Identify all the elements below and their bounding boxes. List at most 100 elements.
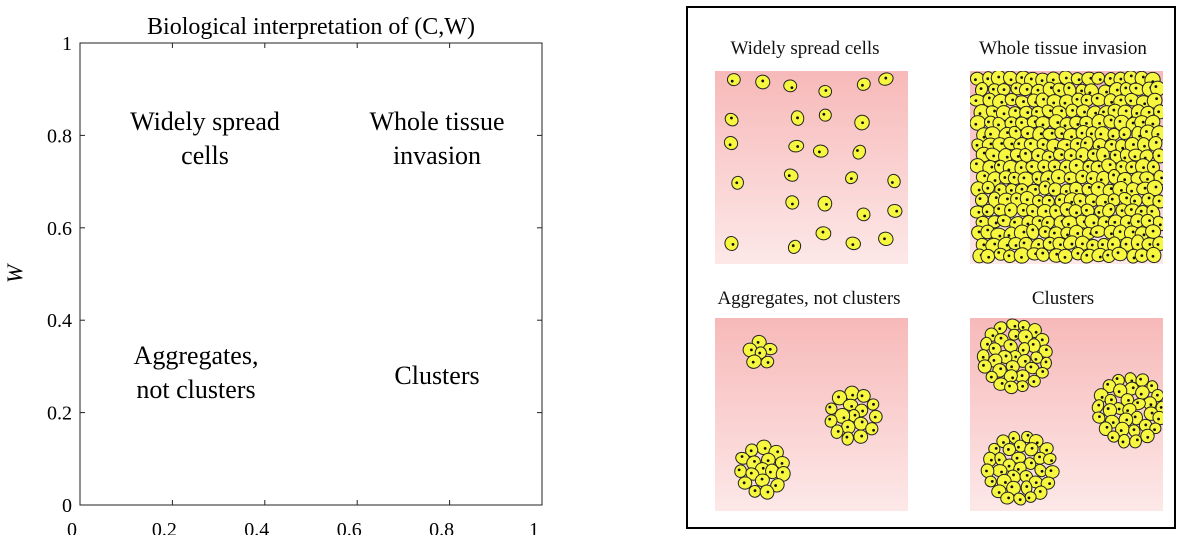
cell-icon bbox=[824, 414, 838, 428]
cell-icon bbox=[1107, 430, 1120, 443]
y-tick-label: 0 bbox=[62, 495, 72, 517]
cell-icon bbox=[841, 431, 854, 446]
region-clusters: Clusters bbox=[394, 361, 479, 390]
region-aggregates-line1: Aggregates, bbox=[134, 341, 259, 370]
cell-icon bbox=[1044, 465, 1060, 479]
cell-icon bbox=[1125, 160, 1139, 175]
cell-icon bbox=[1129, 434, 1143, 449]
label-clusters: Clusters bbox=[1031, 288, 1095, 309]
tissue-aggregates bbox=[715, 318, 908, 511]
cell-icon bbox=[853, 429, 869, 444]
region-aggregates-line2: not clusters bbox=[136, 375, 255, 404]
region-whole-tissue-line2: invasion bbox=[393, 141, 481, 170]
x-tick-label: 1 bbox=[529, 519, 539, 535]
cell-icon bbox=[1068, 204, 1083, 218]
cell-icon bbox=[1111, 246, 1128, 262]
cell-icon bbox=[1118, 126, 1132, 140]
y-tick-label: 0.6 bbox=[47, 218, 72, 240]
cell-icon bbox=[980, 463, 995, 479]
cell-icon bbox=[726, 73, 741, 87]
cell-icon bbox=[1063, 82, 1077, 98]
cell-icon bbox=[1091, 399, 1105, 414]
region-whole-tissue-line1: Whole tissue bbox=[369, 107, 504, 136]
cell-icon bbox=[812, 144, 829, 158]
cell-icon bbox=[1018, 82, 1033, 97]
cell-icon bbox=[783, 168, 799, 182]
cell-icon bbox=[1024, 442, 1039, 457]
cell-icon bbox=[856, 388, 871, 403]
region-widely-spread-line1: Widely spread bbox=[130, 107, 280, 136]
cell-icon bbox=[1034, 463, 1047, 478]
cell-icon bbox=[1062, 235, 1079, 250]
cell-icon bbox=[723, 135, 739, 151]
y-tick-label: 0.2 bbox=[47, 403, 72, 425]
cell-icon bbox=[1107, 193, 1121, 207]
tissue-whole-invasion bbox=[970, 71, 1163, 264]
cell-icon bbox=[1148, 135, 1163, 152]
cell-icon bbox=[1098, 421, 1113, 437]
cell-icon bbox=[1092, 411, 1106, 424]
cell-icon bbox=[1140, 428, 1155, 444]
cell-icon bbox=[865, 422, 879, 436]
cell-icon bbox=[746, 354, 762, 369]
cell-icon bbox=[854, 114, 870, 131]
cell-icon bbox=[1027, 374, 1041, 388]
cell-icon bbox=[1042, 81, 1058, 97]
cell-icon bbox=[1035, 92, 1050, 109]
tissue-clusters bbox=[970, 318, 1163, 511]
plot-axes-box bbox=[79, 42, 543, 506]
x-tick-label: 0.4 bbox=[244, 519, 269, 535]
cell-icon bbox=[852, 144, 867, 160]
cell-icon bbox=[1002, 442, 1017, 457]
cell-icon bbox=[1038, 180, 1052, 196]
cell-icon bbox=[1040, 356, 1052, 370]
cell-icon bbox=[817, 195, 833, 212]
cell-icon bbox=[866, 398, 880, 411]
cell-icon bbox=[1146, 246, 1162, 264]
y-axis-label: W bbox=[2, 263, 27, 283]
cell-icon bbox=[759, 484, 775, 500]
cell-icon bbox=[992, 464, 1008, 478]
label-whole-tissue: Whole tissue invasion bbox=[979, 38, 1147, 59]
cell-icon bbox=[1020, 480, 1033, 496]
cell-icon bbox=[993, 203, 1008, 217]
cell-icon bbox=[1006, 318, 1021, 331]
cell-icon bbox=[1035, 366, 1049, 379]
cell-icon bbox=[830, 424, 844, 439]
cell-icon bbox=[1002, 71, 1019, 86]
cell-icon bbox=[745, 443, 759, 458]
cell-icon bbox=[755, 74, 771, 90]
interpretation-plot: Biological interpretation of (C,W) 0 0.2 0… bbox=[2, 14, 543, 540]
cell-icon bbox=[1004, 92, 1019, 107]
cell-icon bbox=[1057, 248, 1073, 264]
cell-icon bbox=[1015, 95, 1031, 110]
cell-icon bbox=[1019, 190, 1036, 208]
cell-icon bbox=[845, 236, 861, 251]
cell-icon bbox=[1040, 476, 1056, 490]
plot-title: Biological interpretation of (C,W) bbox=[147, 14, 475, 40]
cell-icon bbox=[1004, 380, 1019, 395]
cell-icon bbox=[785, 195, 800, 210]
cell-icon bbox=[1152, 148, 1163, 164]
cell-icon bbox=[1000, 491, 1015, 505]
interpretation-plot-svg: Biological interpretation of (C,W) 0 0.2 0… bbox=[2, 14, 543, 540]
y-tick-label: 0.4 bbox=[47, 310, 72, 332]
cell-icon bbox=[1017, 319, 1031, 333]
cell-icon bbox=[1026, 223, 1040, 240]
cell-icon bbox=[787, 239, 802, 254]
cell-icon bbox=[737, 476, 753, 490]
cell-icon bbox=[818, 84, 833, 98]
x-tick-label: 0 bbox=[67, 519, 77, 535]
label-aggregates: Aggregates, not clusters bbox=[717, 288, 901, 309]
cell-icon bbox=[1019, 148, 1033, 163]
cell-icon bbox=[1042, 452, 1057, 465]
cell-icon bbox=[856, 77, 871, 91]
cell-icon bbox=[845, 171, 858, 185]
cell-icon bbox=[977, 359, 992, 374]
cell-icon bbox=[731, 175, 744, 190]
cell-icon bbox=[724, 112, 739, 127]
x-tick-label: 0.6 bbox=[337, 519, 362, 535]
x-tick-label: 0.8 bbox=[429, 519, 454, 535]
cell-icon bbox=[1146, 179, 1163, 197]
cell-icon bbox=[1091, 71, 1106, 85]
